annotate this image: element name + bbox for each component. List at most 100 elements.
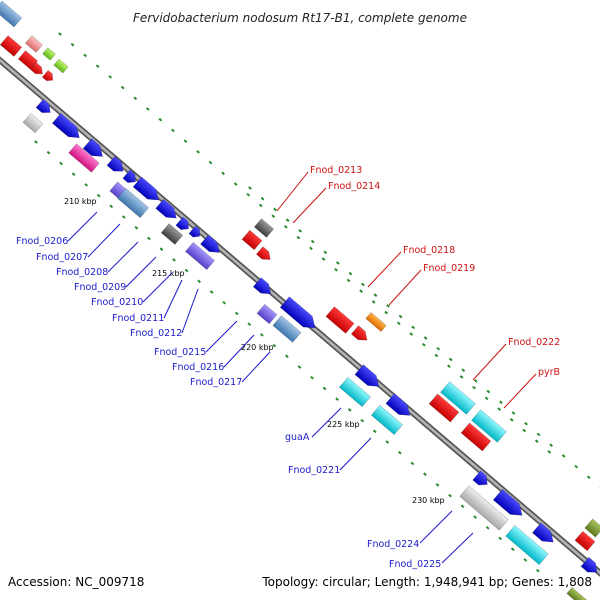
inner-tick-36 [485, 525, 490, 530]
forward-leader-lines [67, 211, 474, 564]
gene-block-cyan-a [338, 376, 372, 408]
gene-arrow-blue-8 [175, 216, 189, 230]
gene-label-fnod-0218: Fnod_0218 [403, 245, 455, 256]
gene-block-red-e [241, 229, 263, 251]
gene-block-grey-a [160, 223, 184, 245]
reverse-leader-lines [276, 171, 537, 409]
gene-block-cyan-d [471, 409, 507, 443]
gene-label-fnod-0224: Fnod_0224 [367, 539, 419, 550]
outer-tick-a-23 [346, 278, 351, 283]
inner-tick-7 [121, 215, 126, 219]
inner-tick-26 [360, 418, 365, 423]
outer-tick-b-11 [386, 304, 390, 308]
gene-arrow-blue-9 [188, 225, 201, 238]
gene-block-red-d [41, 69, 54, 82]
inner-tick-17 [247, 322, 252, 326]
inner-tick-2 [59, 161, 63, 166]
outer-tick-b-3 [285, 218, 290, 222]
gene-block-red-f [256, 246, 271, 260]
gene-block-olive [584, 518, 600, 538]
outer-tick-a-21 [321, 257, 326, 261]
gene-arrow-blue-16 [492, 488, 523, 516]
gene-block-red-c [30, 62, 43, 75]
gene-block-grey-b [253, 218, 275, 238]
outer-tick-b-14 [423, 336, 428, 340]
gene-block-light-long [459, 485, 509, 531]
inner-tick-33 [448, 493, 452, 498]
gene-label-fnod-0208: Fnod_0208 [56, 267, 108, 278]
outer-tick-a-33 [472, 385, 476, 390]
outer-tick-b-20 [499, 400, 503, 405]
outer-tick-a-1 [70, 42, 75, 47]
outer-tick-a-38 [534, 439, 539, 444]
inner-tick-6 [109, 204, 114, 209]
outer-tick-b-13 [411, 325, 415, 330]
gene-arrow-blue-17 [531, 522, 554, 543]
outer-tick-b-27 [586, 475, 591, 480]
inner-tick-15 [222, 300, 227, 305]
outer-tick-b-9 [361, 282, 365, 287]
gene-block-violet-c [256, 303, 278, 325]
outer-tick-a-16 [258, 203, 263, 208]
outer-tick-a-10 [183, 139, 188, 143]
inner-tick-14 [209, 290, 214, 294]
gene-arrow-blue-11 [252, 277, 272, 295]
gene-arrow-blue-7 [155, 198, 177, 219]
gene-label-fnod-0222: Fnod_0222 [508, 337, 560, 348]
outer-tick-a-15 [246, 192, 251, 197]
outer-tick-a-9 [171, 128, 175, 133]
gene-arrow-blue-13 [354, 364, 380, 387]
gene-arrow-blue-4 [106, 155, 124, 172]
outer-tick-a-24 [359, 289, 363, 293]
outer-tick-a-12 [208, 160, 213, 165]
inner-tick-23 [322, 386, 327, 391]
gene-block-salmon [25, 35, 43, 53]
gene-label-guaA: guaA [285, 432, 310, 443]
outer-tick-b-16 [448, 357, 453, 362]
outer-tick-a-8 [158, 117, 163, 122]
outer-tick-a-14 [233, 182, 238, 186]
outer-tick-a-32 [459, 375, 464, 379]
outer-tick-b-8 [348, 271, 353, 276]
inner-tick-21 [297, 365, 302, 369]
gene-label-fnod-0219: Fnod_0219 [423, 263, 475, 274]
outer-tick-b-15 [436, 346, 441, 351]
gene-arrow-blue-18 [580, 556, 598, 573]
gene-block-orange [365, 312, 387, 332]
gene-label-fnod-0212: Fnod_0212 [130, 328, 182, 339]
inner-tick-22 [310, 375, 314, 380]
outer-tick-b-2 [273, 207, 277, 212]
outer-tick-a-31 [447, 364, 451, 368]
gene-arrow-blue-15 [472, 470, 488, 486]
gene-arrow-blue-3 [82, 138, 103, 157]
outer-tick-b-4 [298, 229, 303, 233]
outer-tick-b-22 [524, 421, 528, 426]
gene-block-red-i [428, 393, 460, 423]
outer-tick-a-26 [384, 310, 389, 315]
inner-tick-18 [259, 333, 264, 337]
outer-tick-a-18 [283, 225, 288, 229]
outer-tick-b-0 [248, 186, 252, 190]
inner-tick-40 [536, 568, 540, 573]
inner-tick-0 [34, 140, 38, 144]
gene-block-red-a [0, 35, 23, 57]
outer-tick-b-19 [486, 389, 491, 394]
inner-tick-35 [473, 515, 478, 519]
outer-tick-b-21 [511, 411, 516, 415]
inner-tick-12 [184, 268, 189, 273]
scale-label-220: 220 kbp [241, 343, 274, 352]
gene-label-fnod-0213: Fnod_0213 [310, 165, 362, 176]
outer-tick-b-10 [373, 293, 378, 297]
gene-label-fnod-0215: Fnod_0215 [154, 347, 206, 358]
outer-tick-a-5 [120, 85, 125, 90]
outer-tick-b-26 [574, 464, 579, 469]
gene-arrow-blue-5 [122, 169, 136, 183]
inner-tick-19 [272, 343, 277, 348]
inner-tick-32 [435, 483, 440, 487]
inner-tick-29 [397, 450, 402, 455]
outer-tick-a-39 [547, 450, 552, 454]
gene-label-fnod-0206: Fnod_0206 [16, 236, 68, 247]
outer-tick-a-17 [271, 214, 276, 218]
